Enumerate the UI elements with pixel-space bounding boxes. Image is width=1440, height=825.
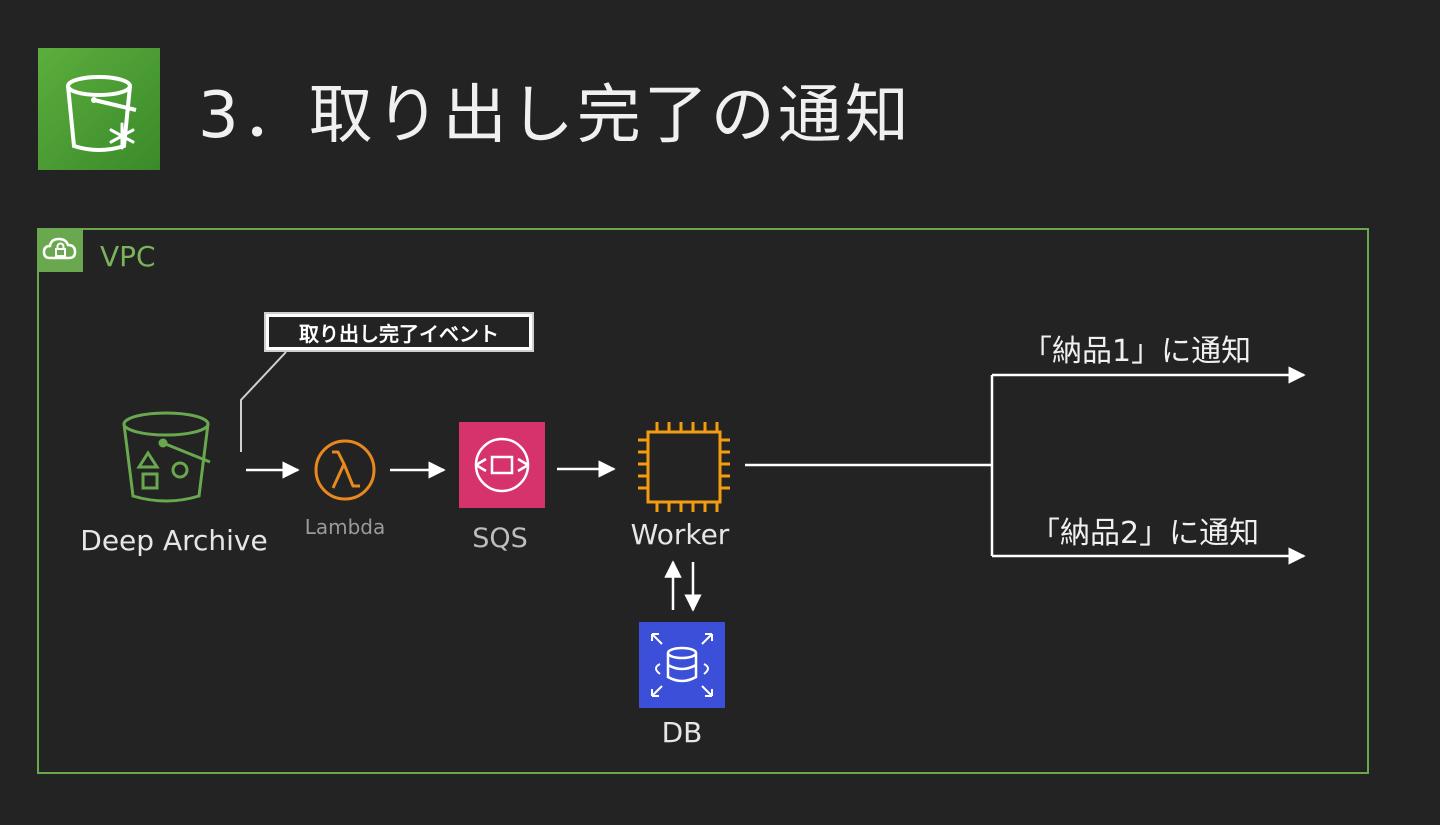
cloud-lock-icon	[37, 228, 83, 272]
rds-database-icon	[639, 622, 725, 708]
vpc-label: VPC	[100, 240, 156, 273]
event-callout: 取り出し完了イベント	[264, 312, 534, 352]
s3-bucket-icon	[122, 411, 211, 503]
lambda-label: Lambda	[304, 515, 386, 539]
notify-label-2: 「納品2」に通知	[1030, 516, 1260, 551]
glacier-deep-archive-icon	[38, 48, 160, 170]
sqs-label: SQS	[472, 523, 528, 554]
vpc-boundary	[37, 228, 1369, 774]
worker-label: Worker	[630, 518, 730, 551]
page-title: 3．取り出し完了の通知	[198, 79, 912, 153]
lambda-icon	[314, 439, 376, 501]
db-label: DB	[661, 716, 703, 749]
deep-archive-label: Deep Archive	[80, 524, 268, 557]
notify-label-1: 「納品1」に通知	[1022, 334, 1252, 369]
ec2-chip-icon	[638, 422, 730, 512]
event-callout-text: 取り出し完了イベント	[269, 317, 529, 347]
callout-leader-line	[240, 351, 287, 452]
sqs-icon	[459, 422, 545, 508]
